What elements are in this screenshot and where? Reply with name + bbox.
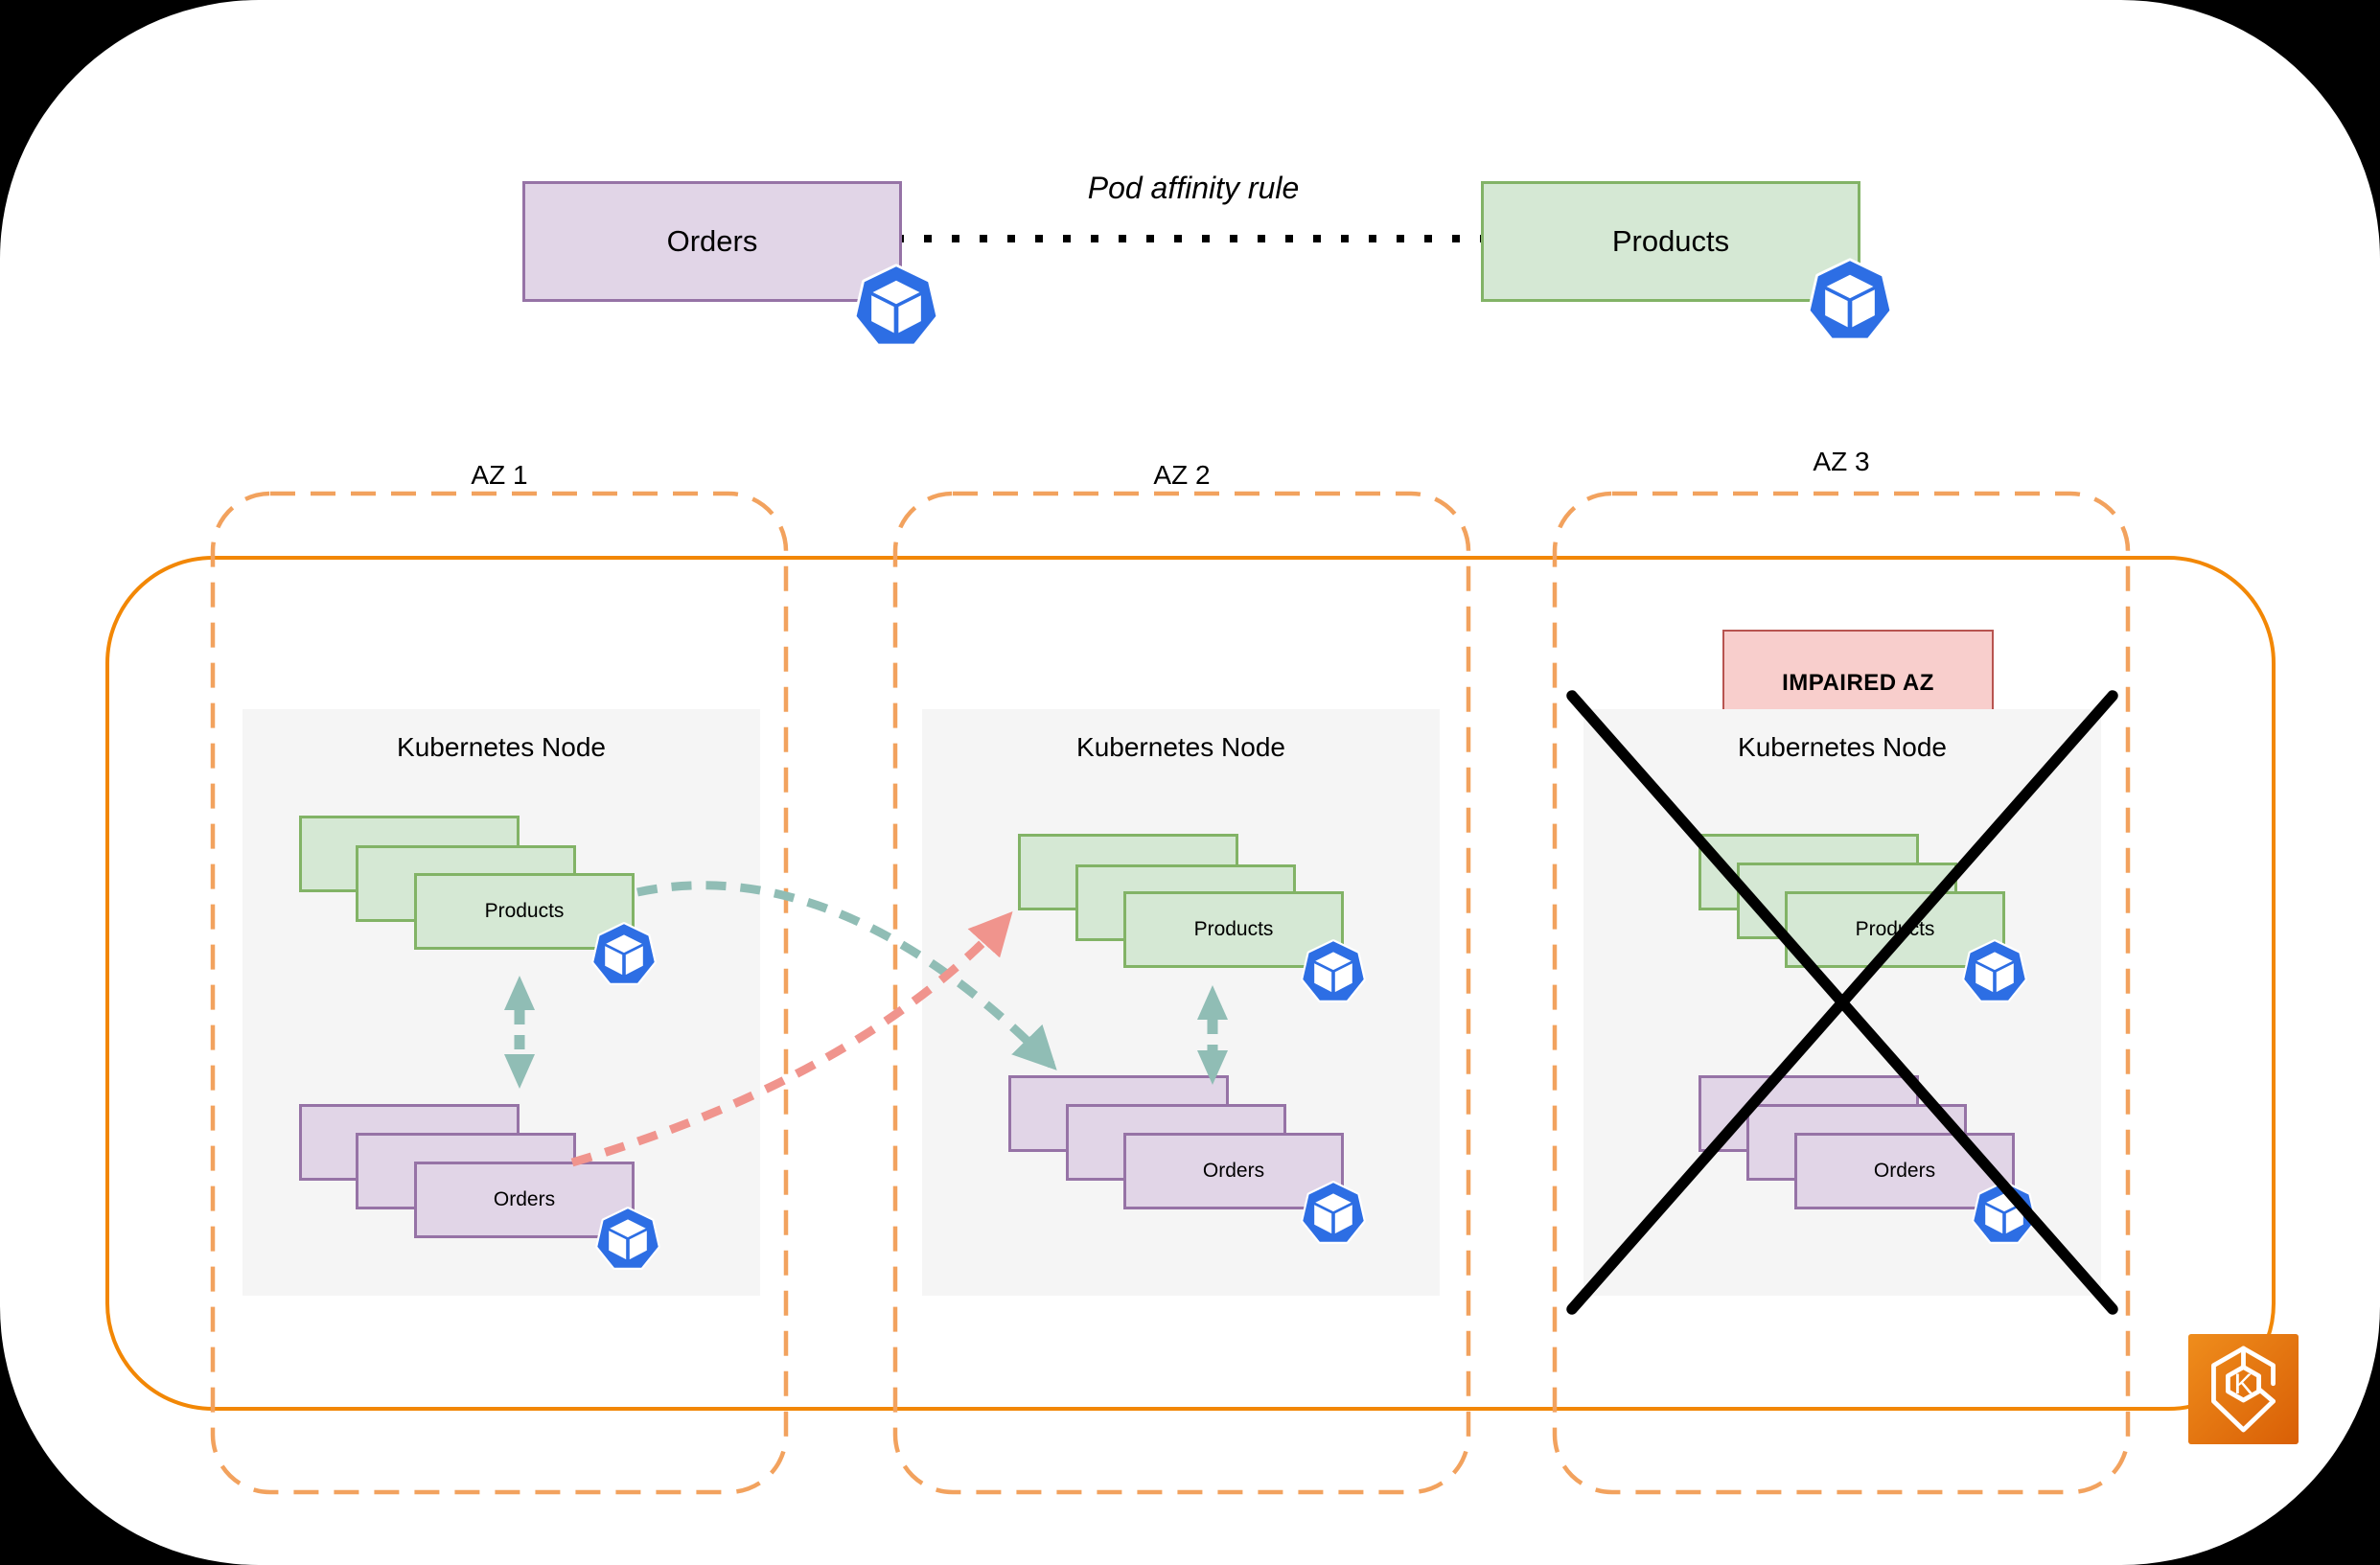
products-pod-label: Products bbox=[1193, 918, 1274, 940]
kubernetes-pod-icon bbox=[593, 1206, 662, 1275]
products-pod-label: Products bbox=[1855, 918, 1935, 940]
az3-label: AZ 3 bbox=[1813, 447, 1870, 476]
orders-service-label: Orders bbox=[666, 224, 758, 258]
orders-pod-label: Orders bbox=[1873, 1160, 1936, 1182]
az1-label: AZ 1 bbox=[471, 460, 528, 490]
kubernetes-pod-icon bbox=[1970, 1180, 2039, 1249]
orders-pod-label: Orders bbox=[1202, 1160, 1265, 1182]
kubernetes-pod-icon bbox=[1299, 1180, 1368, 1249]
orders-service-box: Orders bbox=[522, 181, 902, 302]
kubernetes-pod-icon bbox=[589, 921, 659, 990]
products-service-label: Products bbox=[1611, 224, 1730, 258]
kubernetes-pod-icon bbox=[1299, 938, 1368, 1007]
kubernetes-pod-icon bbox=[851, 263, 941, 353]
eks-hexagon-glyph bbox=[2211, 1346, 2276, 1433]
node-title: Kubernetes Node bbox=[1738, 732, 1947, 762]
az2-label: AZ 2 bbox=[1153, 460, 1211, 490]
kubernetes-pod-icon bbox=[1805, 257, 1895, 347]
pod-affinity-rule-label: Pod affinity rule bbox=[1087, 171, 1300, 205]
amazon-eks-icon: K bbox=[2188, 1334, 2299, 1444]
eks-icon-letter: K bbox=[2234, 1369, 2253, 1400]
node-title: Kubernetes Node bbox=[397, 732, 606, 762]
kubernetes-pod-icon bbox=[1960, 938, 2029, 1007]
az1-orders-pod: Orders bbox=[414, 1162, 635, 1238]
products-service-box: Products bbox=[1481, 181, 1860, 302]
orders-pod-label: Orders bbox=[493, 1188, 556, 1210]
node-title: Kubernetes Node bbox=[1076, 732, 1285, 762]
products-pod-label: Products bbox=[484, 900, 565, 922]
impaired-az-label: IMPAIRED AZ bbox=[1782, 669, 1934, 696]
